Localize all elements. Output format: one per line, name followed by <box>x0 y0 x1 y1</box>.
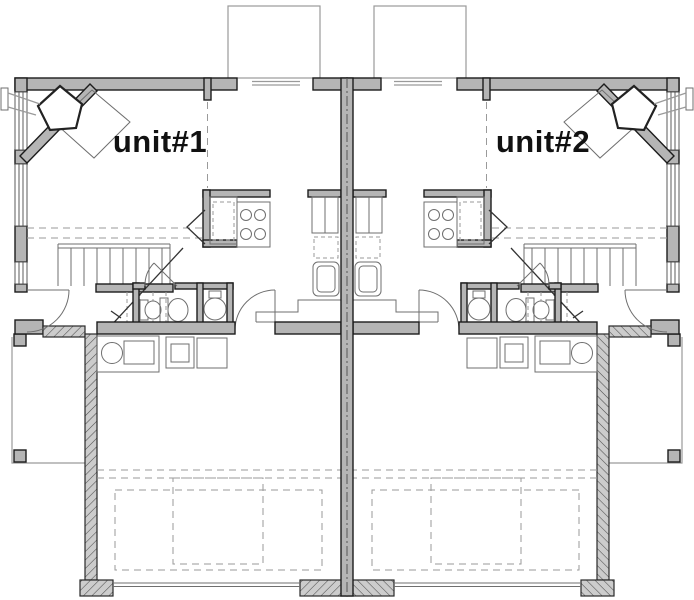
unit-1-label: unit#1 <box>113 124 207 159</box>
attic-access <box>172 477 264 565</box>
refrigerator-space <box>212 201 235 241</box>
kitchen-sink <box>312 261 340 297</box>
window <box>14 261 28 285</box>
side-entry-door <box>26 289 70 333</box>
porch-post <box>13 333 27 347</box>
laundry-sink <box>101 342 123 364</box>
chimney-vent <box>0 87 9 111</box>
water-heater-closet <box>203 290 227 321</box>
front-porch <box>227 5 321 86</box>
window <box>14 91 28 151</box>
party-wall <box>340 77 354 597</box>
foundation-footing <box>79 579 114 597</box>
porch-post <box>13 449 27 463</box>
pantry-door <box>186 209 206 245</box>
windows <box>14 91 28 285</box>
bath-door <box>144 262 178 287</box>
doors <box>26 262 276 333</box>
laundry-area <box>96 335 228 373</box>
bath-sink <box>139 299 162 321</box>
corner-fireplace <box>0 83 131 164</box>
foundation-footing <box>299 579 348 597</box>
stairs <box>57 243 184 331</box>
dishwasher <box>313 236 339 259</box>
unit-1-plan <box>0 5 348 597</box>
unit-2-label: unit#2 <box>496 124 590 159</box>
kitchen-range <box>236 201 271 248</box>
rear-porch <box>11 333 85 464</box>
washer <box>165 336 195 369</box>
water-heater <box>203 297 227 321</box>
window <box>14 163 28 227</box>
garage-door-overhead <box>114 489 323 571</box>
kitchen <box>186 189 342 323</box>
garage <box>79 321 348 597</box>
refrigerator <box>311 196 339 234</box>
kitchen-counter <box>255 299 341 323</box>
garage-entry-door <box>234 289 276 331</box>
dryer <box>196 337 228 369</box>
unit-2-plan <box>345 4 694 598</box>
ceiling-break-lines <box>27 227 204 239</box>
toilet <box>159 297 189 323</box>
